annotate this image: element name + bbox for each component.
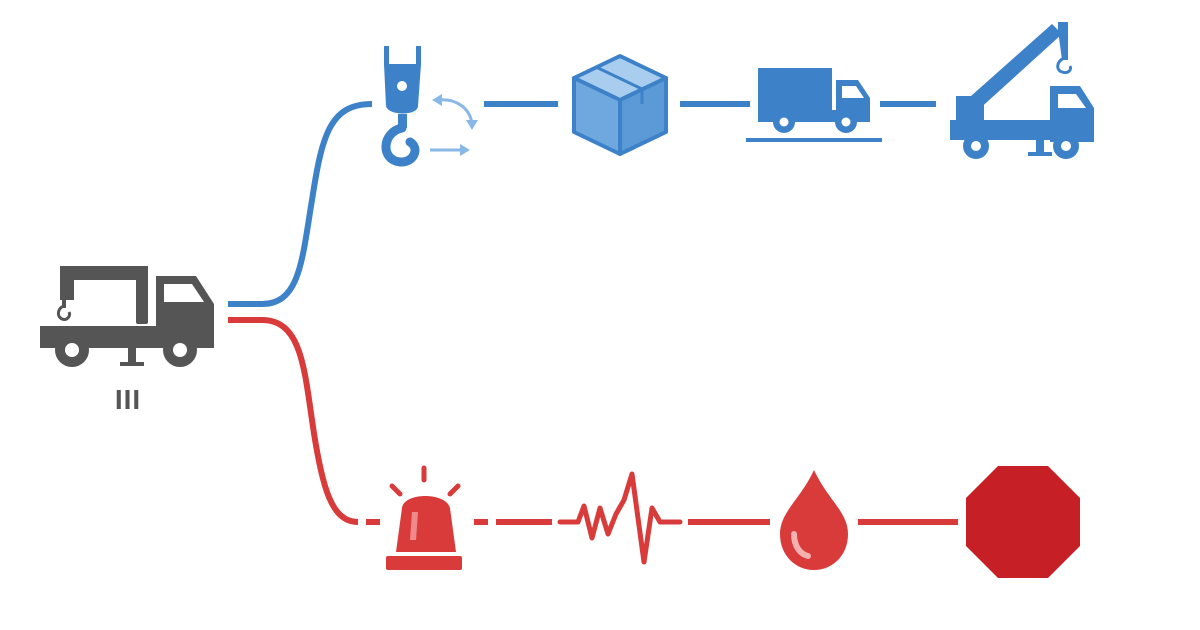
lower-branch-curve [228,317,359,525]
package-box-icon [572,54,668,156]
crane-truck-icon [40,266,214,367]
mobile-crane-icon [950,22,1094,159]
upper-branch-curve [228,101,373,307]
crane-hook-icon [381,46,478,167]
lower-branch-connectors [228,317,958,525]
source-node-label: III [114,384,142,415]
warning-beacon-icon [386,465,462,570]
delivery-truck-icon [746,68,882,142]
upper-branch-connectors [228,101,936,307]
stop-octagon-icon [966,466,1080,578]
blood-drop-icon [780,470,848,570]
heartbeat-pulse-icon [557,471,683,565]
